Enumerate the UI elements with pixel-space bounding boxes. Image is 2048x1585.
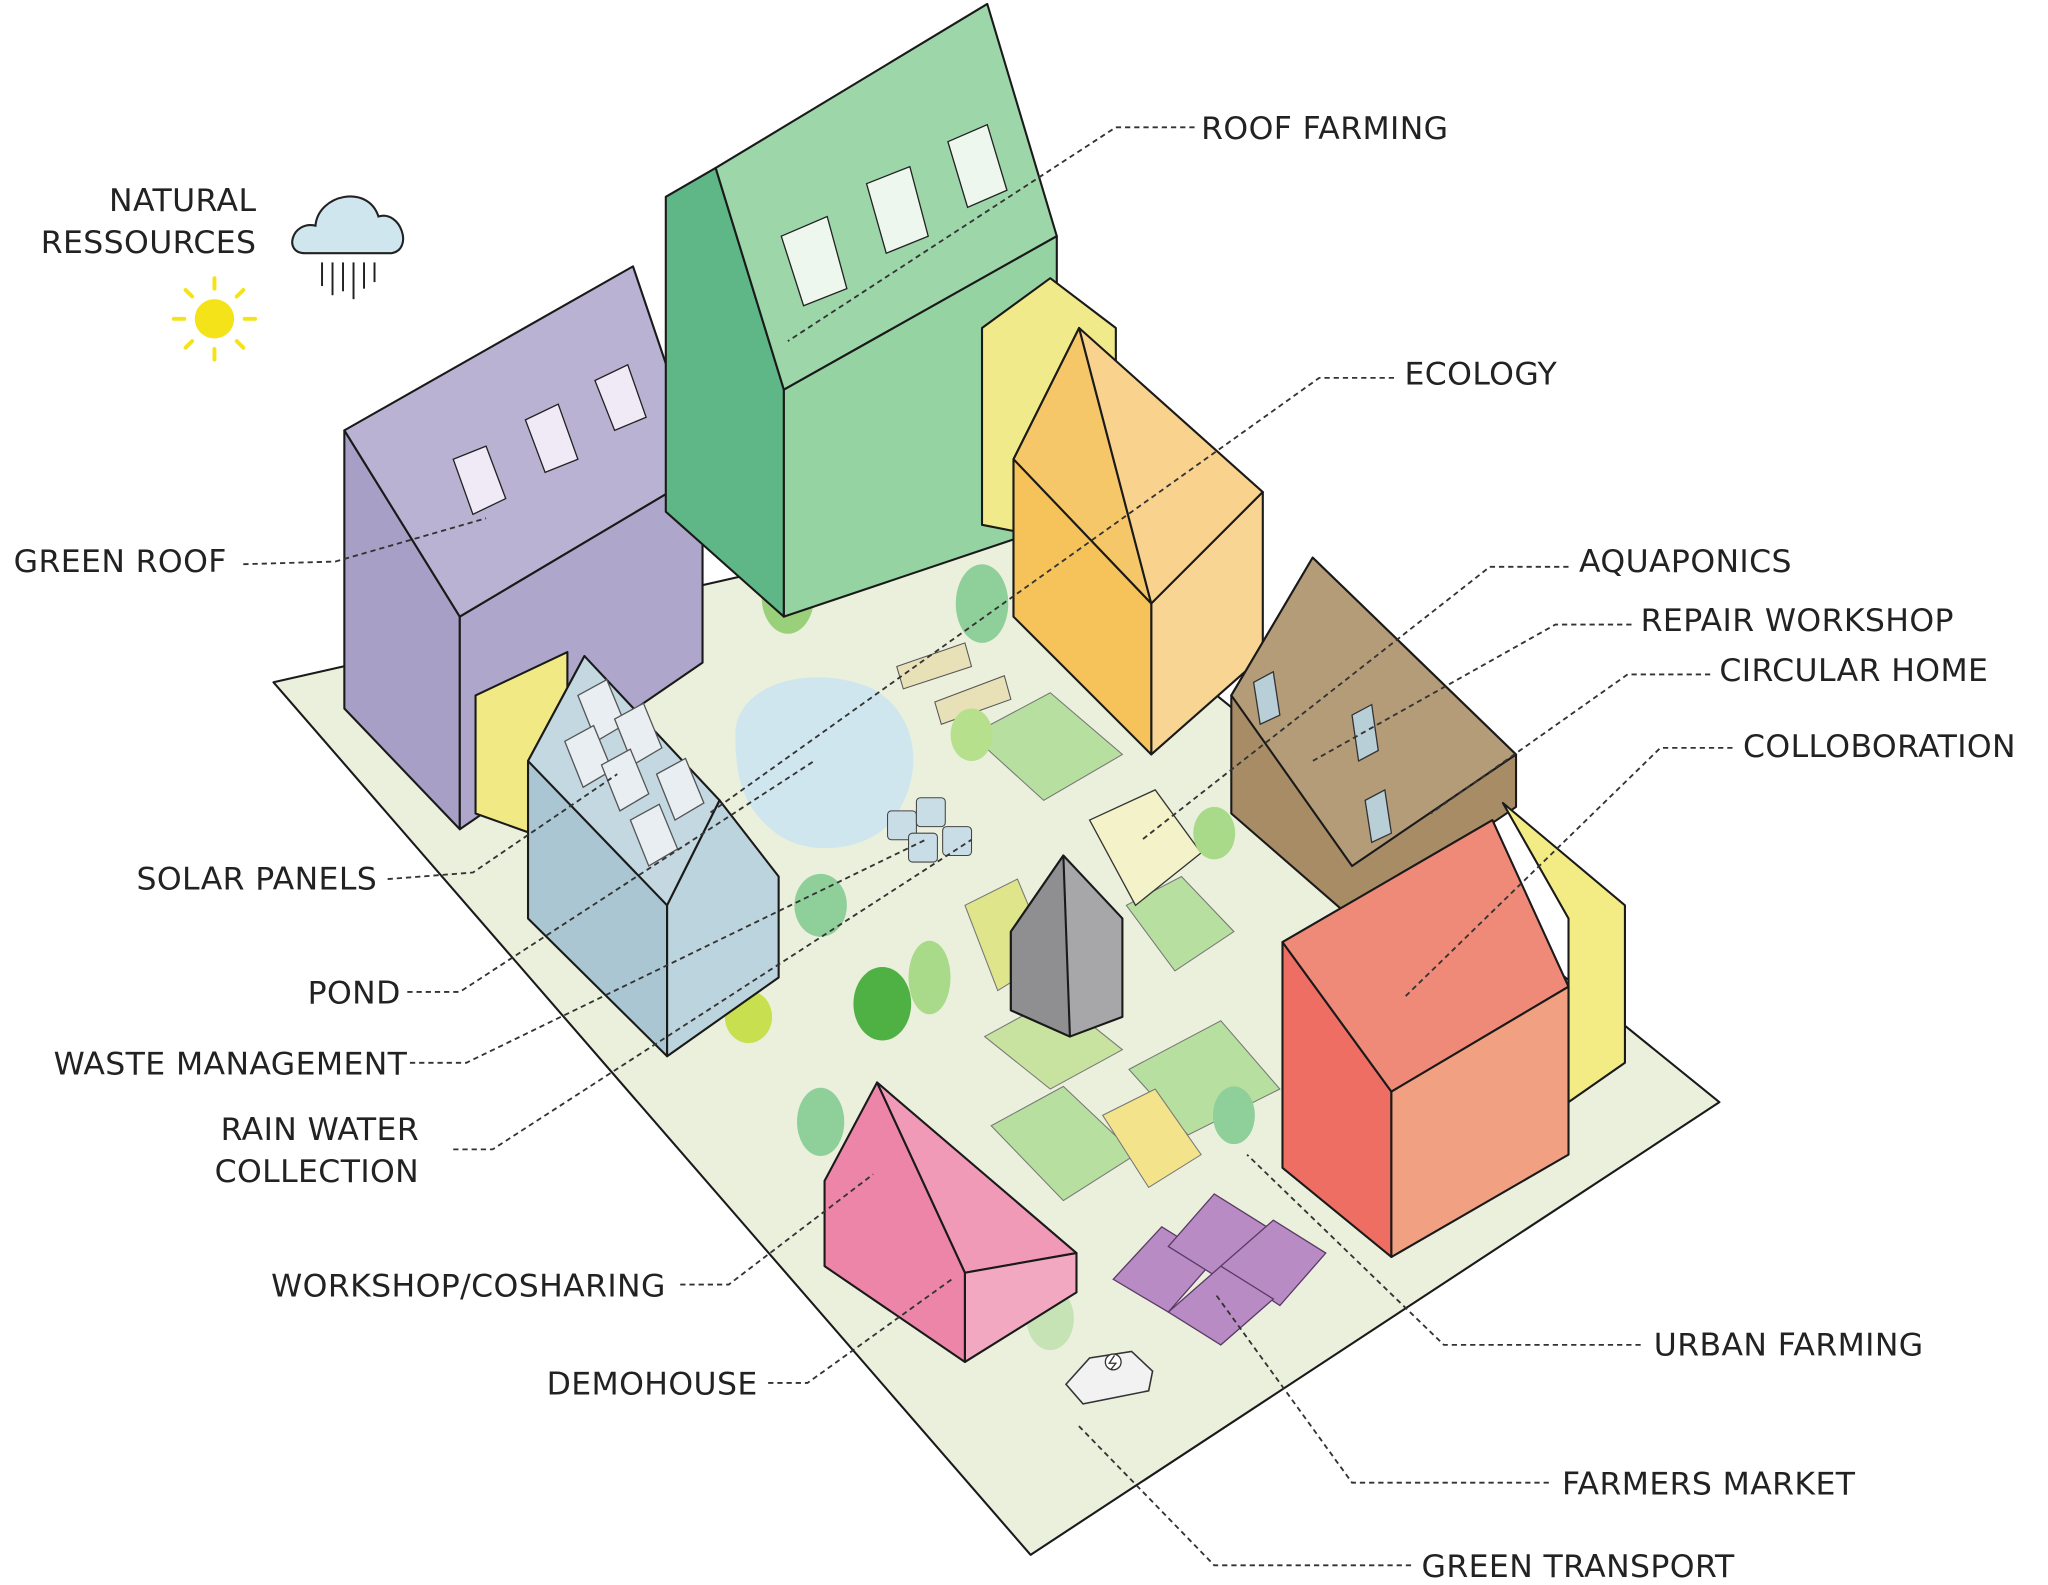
- rain-water-tanks: [887, 797, 973, 863]
- label-urban-farming: URBAN FARMING: [1654, 1327, 1924, 1363]
- label-green-roof: GREEN ROOF: [14, 544, 227, 580]
- label-roof-farming: ROOF FARMING: [1201, 111, 1448, 147]
- label-ecology: ECOLOGY: [1405, 356, 1558, 392]
- solar-panels: [563, 678, 705, 867]
- circular-home: [1230, 556, 1518, 920]
- label-repair-workshop: REPAIR WORKSHOP: [1641, 603, 1954, 639]
- label-natural-ressources-2: RESSOURCES: [41, 225, 257, 261]
- label-natural-ressources-1: NATURAL: [109, 183, 256, 219]
- label-pond: POND: [308, 976, 401, 1012]
- label-rain-water-2: COLLECTION: [215, 1154, 420, 1190]
- pond: [735, 677, 914, 849]
- electric-car-icon: [1064, 1350, 1154, 1405]
- ecology-building: [980, 277, 1264, 756]
- label-circular-home: CIRCULAR HOME: [1719, 653, 1988, 689]
- label-green-transport: GREEN TRANSPORT: [1422, 1549, 1735, 1585]
- workshop-cosharing-building: [823, 1081, 1078, 1363]
- sun-icon: [171, 276, 258, 362]
- demohouse-building: [1009, 854, 1124, 1038]
- label-colloboration: COLLOBORATION: [1743, 729, 2016, 765]
- label-farmers-market: FARMERS MARKET: [1562, 1466, 1856, 1502]
- colloboration-building: [1281, 801, 1626, 1259]
- leader-lines: [243, 126, 1733, 1567]
- label-aquaponics: AQUAPONICS: [1579, 544, 1792, 580]
- label-rain-water-1: RAIN WATER: [221, 1112, 419, 1148]
- rain-cloud-icon: [291, 195, 405, 300]
- solar-panel-building: [474, 651, 780, 1058]
- label-demohouse: DEMOHOUSE: [547, 1367, 758, 1403]
- farmers-market-canopy: [1112, 1193, 1327, 1346]
- label-waste-management: WASTE MANAGEMENT: [54, 1047, 408, 1083]
- label-solar-panels: SOLAR PANELS: [136, 862, 377, 898]
- label-workshop-cosharing: WORKSHOP/COSHARING: [271, 1268, 666, 1304]
